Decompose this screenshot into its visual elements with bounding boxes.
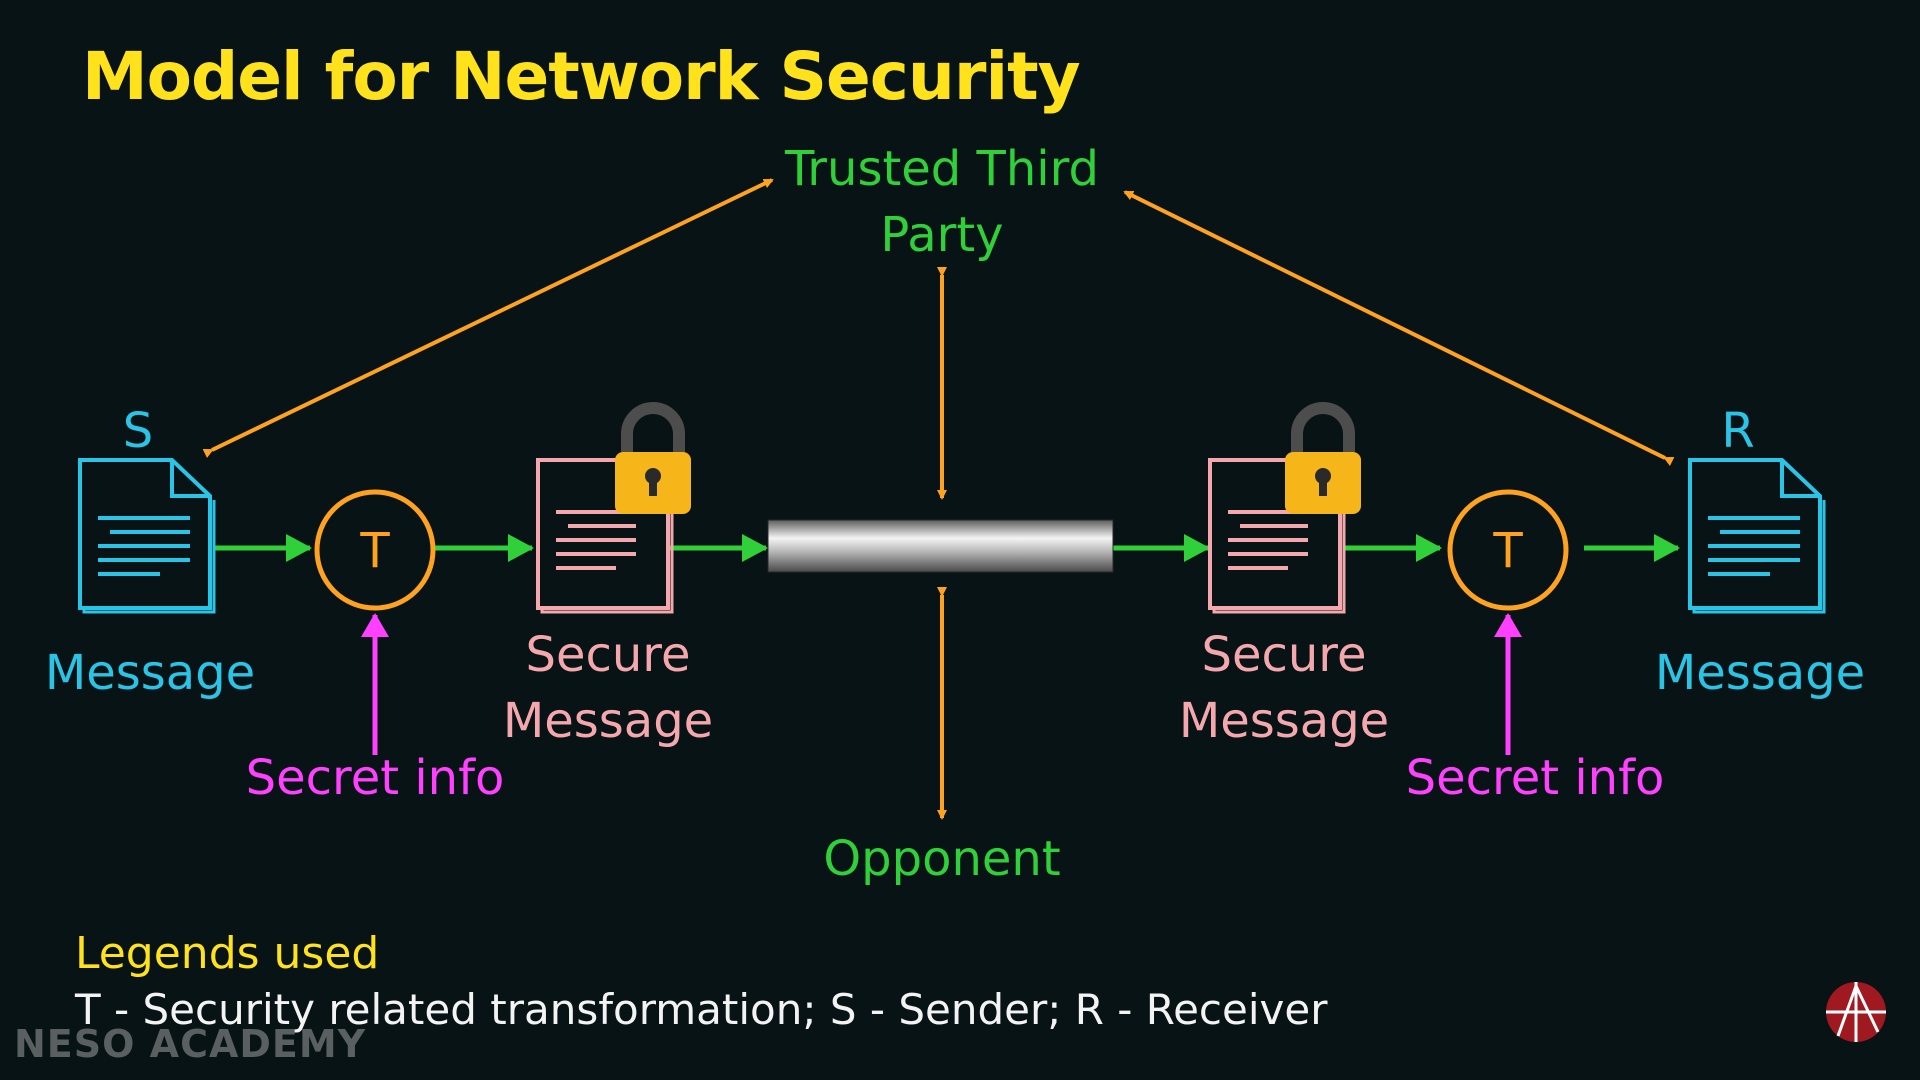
- channel-pipe: [767, 519, 1114, 573]
- secure-message-right-line2: Message: [1178, 693, 1390, 749]
- transform-circle-right: [1447, 489, 1569, 611]
- trusted-party-line2: Party: [880, 207, 1004, 263]
- receiver-letter: R: [1721, 403, 1755, 459]
- message-left-label: Message: [44, 645, 256, 701]
- document-icon: [78, 458, 216, 614]
- secure-message-left-label: Secure Message: [488, 622, 728, 754]
- trusted-third-party-label: Trusted Third Party: [742, 136, 1142, 268]
- secret-info-left-label: Secret info: [245, 750, 505, 806]
- secure-message-left-line1: Secure: [525, 627, 691, 683]
- sender-letter: S: [122, 403, 154, 459]
- arrow-receiver-to-trusted-party: [1123, 190, 1675, 467]
- legend-body: T - Security related transformation; S -…: [75, 985, 1328, 1034]
- secret-info-arrows: [361, 613, 1522, 755]
- opponent-label: Opponent: [823, 831, 1061, 887]
- arrow-sender-to-trusted-party: [202, 178, 774, 458]
- neso-logo-icon: [1826, 982, 1886, 1042]
- trusted-party-connectors: [202, 178, 1675, 820]
- message-right-label: Message: [1654, 645, 1866, 701]
- trusted-party-line1: Trusted Third: [785, 141, 1099, 197]
- padlock-icon: [615, 402, 691, 514]
- secure-message-left-line2: Message: [502, 693, 714, 749]
- secure-message-right-label: Secure Message: [1164, 622, 1404, 754]
- secure-message-right-line1: Secure: [1201, 627, 1367, 683]
- legend-title: Legends used: [75, 928, 380, 979]
- transform-circle-left: [314, 489, 436, 611]
- transform-left-label: T: [360, 523, 390, 579]
- padlock-icon: [1285, 402, 1361, 514]
- secret-info-right-label: Secret info: [1405, 750, 1665, 806]
- watermark: NESO ACADEMY: [14, 1022, 367, 1066]
- page-title: Model for Network Security: [82, 38, 1081, 115]
- transform-right-label: T: [1493, 523, 1523, 579]
- document-icon: [1688, 458, 1826, 614]
